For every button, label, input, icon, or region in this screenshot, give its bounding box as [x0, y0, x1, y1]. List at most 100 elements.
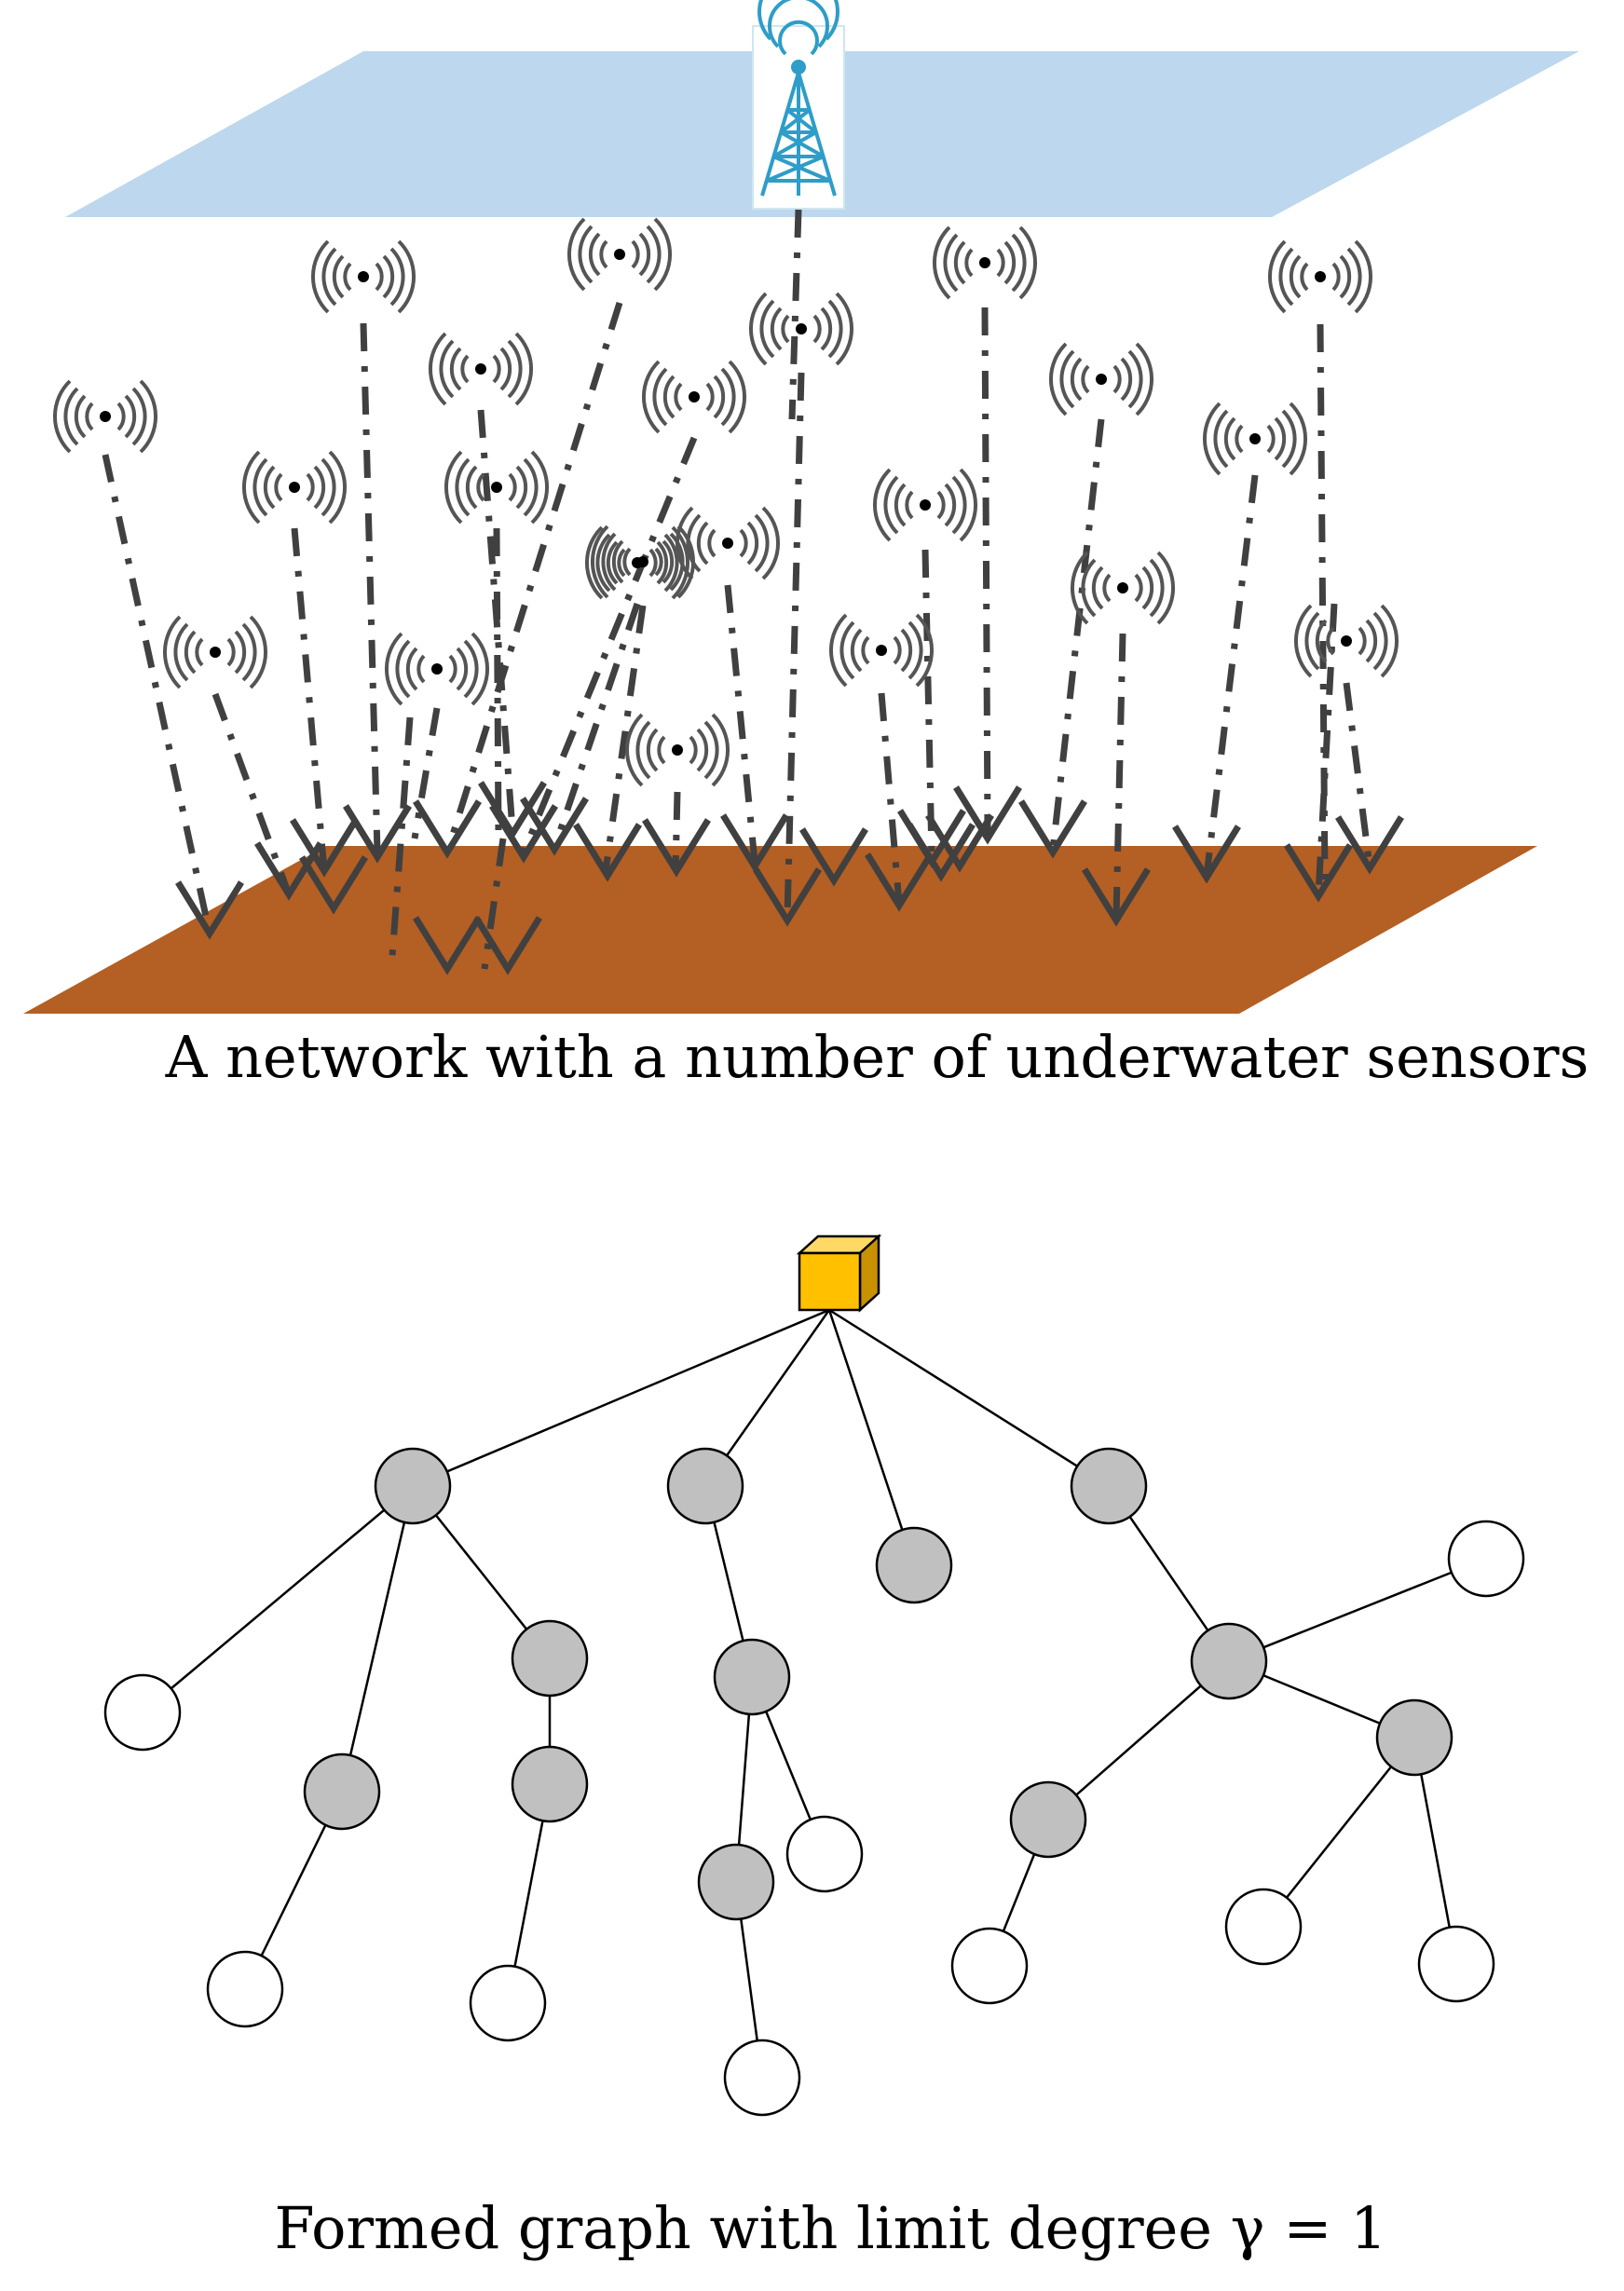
sensor-link: [520, 436, 698, 854]
sensor-link: [551, 602, 641, 850]
graph-edges: [142, 1308, 1487, 2079]
wireless-sensor-icon: [748, 292, 854, 366]
leaf-node: [103, 1673, 182, 1752]
seabed-plane: [23, 846, 1537, 1014]
arrow-down-icon: [520, 797, 589, 856]
leaf-node: [469, 1964, 547, 2042]
sensor-links: [102, 209, 1373, 970]
sensor-link: [724, 584, 758, 863]
arrow-down-icon: [1172, 825, 1241, 884]
arrow-down-icon: [953, 785, 1022, 845]
sensor-link: [493, 527, 502, 839]
wireless-sensor-icon: [384, 632, 490, 706]
arrow-down-icon: [413, 799, 482, 859]
sensor-link: [672, 791, 681, 872]
arrow-down-icon: [753, 867, 822, 927]
cube-icon: [796, 1234, 882, 1313]
sensor-link: [1203, 474, 1259, 877]
arrow-down-icons: [175, 781, 1404, 975]
graph-edge: [827, 1309, 916, 1566]
graph-nodes: [103, 1447, 1525, 2117]
relay-node: [1190, 1622, 1268, 1700]
sensor-link: [981, 307, 991, 835]
sensor-link: [784, 372, 805, 919]
wireless-sensor-icon: [444, 450, 550, 525]
arrow-down-icon: [897, 809, 966, 868]
relay-node: [511, 1619, 589, 1698]
relay-node: [1375, 1698, 1453, 1777]
arrow-down-icon: [865, 852, 934, 912]
graph-edge: [412, 1308, 830, 1488]
relay-node: [303, 1752, 381, 1831]
arrow-down-icon: [1018, 799, 1087, 859]
sensor-link: [602, 605, 647, 872]
sensor-link: [1049, 418, 1105, 851]
arrow-down-icon: [925, 813, 994, 873]
arrow-down-icon: [290, 818, 359, 878]
graph-edge: [340, 1485, 415, 1793]
graph-edge: [142, 1485, 414, 1713]
arrow-down-icon: [175, 880, 244, 940]
wireless-sensor-icon: [241, 450, 348, 525]
arrow-down-icon: [573, 823, 642, 882]
network-caption: A network with a number of underwater se…: [165, 1023, 1590, 1091]
wireless-sensor-icon: [1048, 342, 1154, 416]
sensor-link: [788, 209, 802, 420]
arrow-down-icon: [799, 827, 868, 887]
leaf-node: [1224, 1888, 1303, 1966]
wireless-sensor-icon: [1293, 604, 1399, 678]
arrow-down-icon: [299, 855, 368, 915]
arrow-down-icon: [254, 841, 323, 901]
graph-edge: [1228, 1557, 1487, 1663]
sensor-link: [481, 838, 507, 970]
arrow-down-icon: [1082, 867, 1151, 927]
relay-node: [713, 1638, 791, 1716]
sensor-link: [212, 692, 293, 896]
leaf-node: [1417, 1925, 1495, 2003]
wireless-sensor-icon: [310, 239, 416, 314]
sensor-link: [388, 716, 414, 970]
sensor-link: [1317, 323, 1329, 881]
graph-edge: [1047, 1660, 1230, 1821]
leaf-node: [723, 2039, 801, 2117]
relay-node: [374, 1447, 452, 1525]
sensor-link: [1315, 603, 1338, 895]
wireless-sensor-icon: [566, 217, 673, 292]
relay-node: [1009, 1780, 1087, 1859]
sensor-link: [291, 527, 328, 872]
sensor-link: [1112, 633, 1126, 919]
leaf-node: [1447, 1520, 1525, 1598]
sensor-link: [360, 322, 381, 853]
wireless-sensor-icon: [624, 713, 730, 787]
graph-edge: [1262, 1737, 1415, 1928]
arrow-down-icon: [473, 916, 542, 975]
arrow-down-icon: [720, 813, 789, 873]
wireless-sensor-icon: [872, 468, 978, 542]
wireless-sensor-icon: [828, 613, 935, 688]
wireless-sensor-icon: [52, 379, 158, 454]
leaf-node: [950, 1927, 1029, 2005]
leaf-node: [785, 1815, 864, 1893]
sensor-icons: [52, 217, 1399, 787]
relay-node: [875, 1526, 953, 1604]
radio-tower-icon: [752, 0, 845, 210]
sensor-link: [921, 549, 935, 858]
sensor-link: [1343, 682, 1373, 867]
arrow-down-icon: [642, 818, 711, 878]
wireless-sensor-icon: [1267, 239, 1373, 314]
graph-edge: [828, 1308, 1110, 1488]
sensor-link: [411, 707, 441, 839]
wireless-sensor-icon: [641, 360, 747, 434]
leaf-node: [206, 1950, 284, 2028]
relay-node: [666, 1447, 744, 1525]
arrow-down-icon: [413, 916, 482, 975]
arrow-down-icon: [489, 804, 558, 864]
relay-node: [1070, 1447, 1148, 1525]
wireless-sensor-icon: [1202, 402, 1308, 476]
sensor-link: [102, 454, 213, 934]
relay-node: [697, 1843, 775, 1921]
wireless-sensor-icon: [932, 225, 1038, 300]
graph-caption: Formed graph with limit degree γ = 1: [274, 2194, 1387, 2262]
arrow-down-icon: [1335, 815, 1404, 875]
